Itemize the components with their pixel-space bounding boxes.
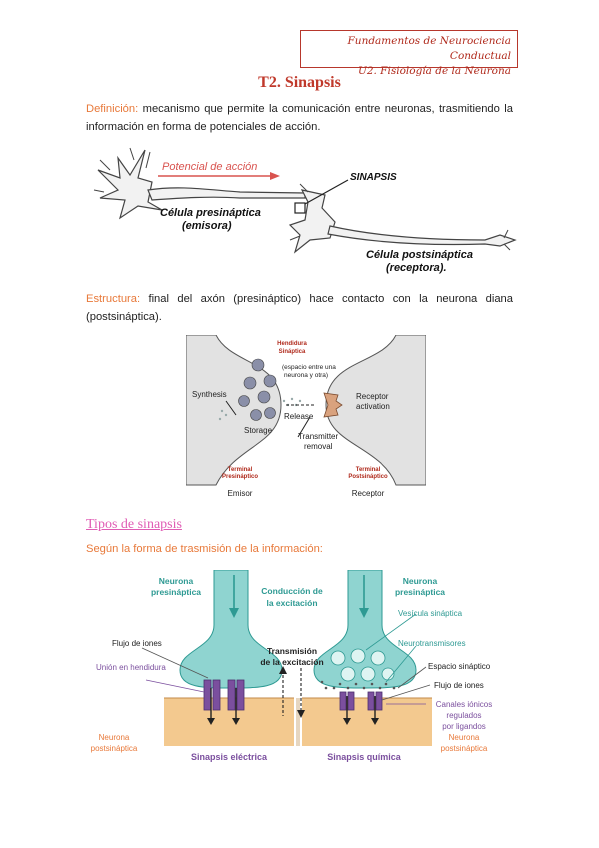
cleft-note: (espacio entre una bbox=[282, 364, 336, 371]
neurotransmitter-dots bbox=[320, 680, 396, 690]
synapse-label: SINAPSIS bbox=[350, 172, 397, 183]
definition-paragraph: Definición: mecanismo que permite la com… bbox=[86, 100, 513, 136]
definition-label: Definición: bbox=[86, 103, 139, 115]
synapse-box bbox=[294, 202, 306, 214]
synaptic-vesicles bbox=[238, 358, 277, 421]
pre-terminal-label-2: Presináptico bbox=[222, 474, 258, 480]
structure-paragraph: Estructura: final del axón (presináptico… bbox=[86, 290, 513, 326]
cleft-note-2: neurona y otra) bbox=[284, 372, 328, 379]
storage-label: Storage bbox=[244, 426, 273, 435]
ligand-channels-label-3: por ligandos bbox=[442, 722, 486, 731]
pre-right-label: Neurona bbox=[403, 576, 438, 586]
release-label: Release bbox=[284, 412, 314, 421]
presynaptic-terminal bbox=[186, 335, 282, 486]
course-title: Fundamentos de Neurociencia Conductual bbox=[347, 35, 511, 62]
postsynaptic-label: Célula postsináptica bbox=[366, 249, 473, 261]
ion-flow-left-label: Flujo de iones bbox=[112, 639, 162, 648]
chemical-vesicles bbox=[330, 648, 395, 682]
chemical-channels bbox=[339, 691, 383, 711]
ligand-channels-label: Canales iónicos bbox=[436, 700, 492, 709]
postsynaptic-axon bbox=[327, 225, 517, 247]
post-right-label: Neurona bbox=[449, 733, 480, 742]
presynaptic-axon bbox=[147, 187, 306, 201]
arrow-right-icon bbox=[270, 172, 280, 180]
electrical-channels bbox=[203, 679, 245, 711]
structure-text: final del axón (presináptico) hace conta… bbox=[86, 293, 513, 323]
post-right-label-2: postsináptica bbox=[441, 744, 488, 753]
presynaptic-neuron-body bbox=[97, 149, 163, 220]
synthesis-label: Synthesis bbox=[192, 390, 227, 399]
post-left-label-2: postsináptica bbox=[91, 744, 138, 753]
synapse-types-title: Tipos de sinapsis bbox=[86, 517, 182, 532]
cleft-space-label: Espacio sináptico bbox=[428, 662, 491, 671]
neuron-synapse-figure: Potencial de acción SINAPSIS Célula pres… bbox=[93, 147, 517, 274]
action-potential-label: Potencial de acción bbox=[162, 161, 257, 173]
synaptic-terminal-figure: Hendidura Sináptica (espacio entre una n… bbox=[186, 335, 426, 498]
vesicle-label: Vesícula sináptica bbox=[398, 609, 463, 618]
ion-flow-right-label: Flujo de iones bbox=[434, 681, 484, 690]
postsynaptic-neuron-body bbox=[288, 189, 336, 254]
post-terminal-label-2: Postsináptico bbox=[348, 474, 388, 480]
pre-left-label: Neurona bbox=[159, 576, 194, 586]
neurotransmitters-label: Neurotransmisores bbox=[398, 639, 466, 648]
removal-label: Transmitter bbox=[298, 432, 338, 441]
conduction-label-2: la excitación bbox=[266, 598, 317, 608]
electrical-synapse-label: Sinapsis eléctrica bbox=[191, 752, 268, 762]
chemical-membrane bbox=[302, 698, 432, 746]
receiver-label: Receptor bbox=[352, 489, 385, 498]
ligand-channels-label-2: regulados bbox=[446, 711, 481, 720]
removal-label-2: removal bbox=[304, 442, 333, 451]
receptor-label-2: activation bbox=[356, 402, 390, 411]
structure-label: Estructura: bbox=[86, 293, 141, 305]
sender-label: Emisor bbox=[228, 489, 253, 498]
post-terminal-label: Terminal bbox=[356, 467, 381, 473]
transmission-label: Transmisión bbox=[267, 646, 317, 656]
pre-terminal-label: Terminal bbox=[228, 467, 253, 473]
presynaptic-role: (emisora) bbox=[182, 220, 232, 232]
cleft-title-2: Sináptica bbox=[279, 349, 306, 355]
gap-junction-label: Unión en hendidura bbox=[96, 663, 166, 672]
synapse-types-subtitle: Según la forma de trasmisión de la infor… bbox=[86, 543, 323, 555]
receptor-shape bbox=[323, 392, 343, 418]
synapse-types-figure: Neurona presináptica Conducción de la ex… bbox=[91, 570, 492, 762]
receptor-label: Receptor bbox=[356, 392, 389, 401]
chemical-synapse-label: Sinapsis química bbox=[327, 752, 402, 762]
transmission-label-2: de la excitación bbox=[260, 657, 323, 667]
presynaptic-label: Célula presináptica bbox=[160, 207, 261, 219]
cleft-title: Hendidura bbox=[277, 341, 307, 347]
page-title: T2. Sinapsis bbox=[258, 74, 341, 91]
postsynaptic-role: (receptora). bbox=[386, 262, 447, 274]
definition-text: mecanismo que permite la comunicación en… bbox=[86, 103, 513, 133]
arrow-down-icon bbox=[359, 608, 369, 618]
document-header: Fundamentos de Neurociencia Conductual U… bbox=[300, 30, 518, 77]
conduction-label: Conducción de bbox=[261, 586, 323, 596]
pre-right-label-2: presináptica bbox=[395, 587, 445, 597]
post-left-label: Neurona bbox=[99, 733, 130, 742]
unit-title: U2. Fisiología de la Neurona bbox=[357, 65, 511, 77]
pre-left-label-2: presináptica bbox=[151, 587, 201, 597]
arrow-down-icon bbox=[229, 608, 239, 618]
